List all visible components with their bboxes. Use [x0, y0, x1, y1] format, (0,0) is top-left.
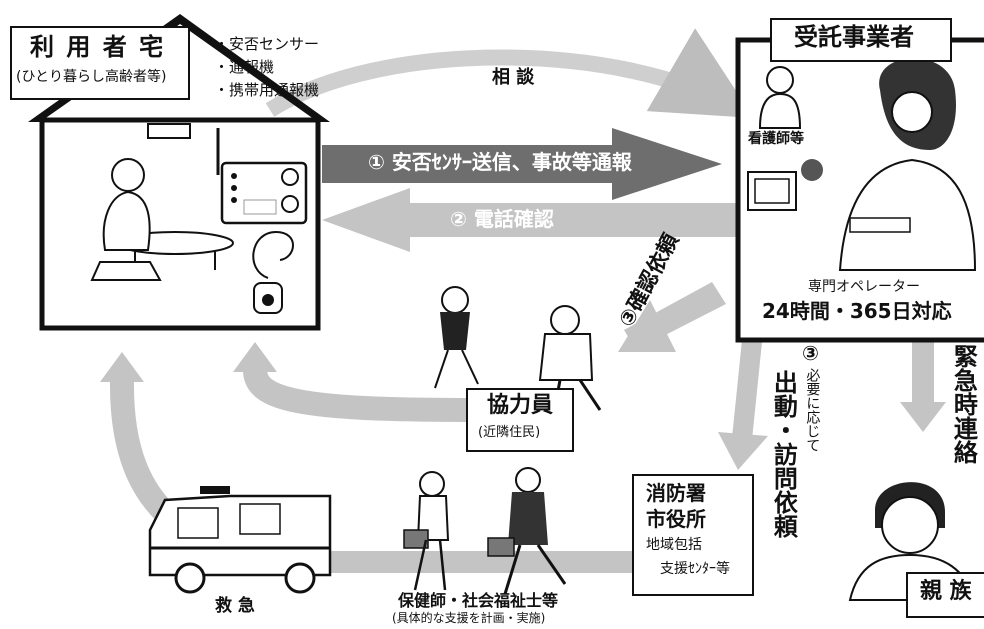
agency-city-hall: 市役所 — [646, 507, 706, 531]
contractor-title-box — [770, 18, 952, 62]
device-item-alarm: ・通報機 — [214, 58, 275, 76]
health-staff-subtitle: (具体的な支援を計画・実施) — [392, 611, 546, 625]
consult-label: 相 談 — [492, 67, 535, 88]
contractor-hours: 24時間・365日対応 — [762, 299, 952, 323]
device-item-portable-alarm: ・携帯用通報機 — [214, 81, 320, 99]
agency-community-support: 地域包括 — [646, 537, 702, 553]
contractor-frame — [735, 37, 984, 343]
dispatch-note: 必要に応じて — [804, 368, 821, 452]
helpers-subtitle: (近隣住民) — [478, 425, 541, 440]
agency-fire-station: 消防署 — [646, 481, 706, 505]
health-workers — [403, 467, 567, 595]
consult-arrow — [265, 28, 754, 119]
contractor-title: 受託事業者 — [794, 23, 914, 51]
phone-confirm-label: ② 電話確認 — [450, 207, 554, 231]
ambulance — [148, 486, 332, 594]
sensor-send-label: ① 安否ｾﾝｻｰ送信、事故等通報 — [368, 150, 632, 174]
residence-label-box — [10, 26, 190, 100]
ambulance-label: 救 急 — [215, 596, 255, 616]
dispatch-label: 出動・訪問依頼 — [769, 370, 798, 538]
phone-confirm-arrow — [322, 188, 738, 252]
confirm-request-arrow — [618, 282, 726, 352]
nurse-label: 看護師等 — [748, 131, 804, 147]
operator-label: 専門オペレーター — [808, 279, 920, 295]
agency-support-center: 支援ｾﾝﾀｰ等 — [660, 561, 730, 577]
helper-people — [434, 286, 602, 436]
helpers-box — [466, 388, 574, 452]
helpers-title: 協力員 — [487, 393, 554, 418]
house — [28, 14, 330, 331]
dispatch-number: ③ — [802, 341, 819, 365]
relatives-label: 親 族 — [920, 579, 972, 604]
relatives-box — [906, 572, 984, 618]
agencies-box — [632, 474, 754, 596]
residence-title: 利 用 者 宅 — [30, 33, 166, 61]
dispatch-arrow — [718, 340, 768, 470]
device-item-sensor: ・安否センサー — [214, 35, 320, 53]
sensor-send-arrow — [322, 128, 722, 200]
emergency-label: 緊急時連絡 — [949, 344, 978, 464]
residence-subtitle: (ひとり暮らし高齢者等) — [16, 69, 167, 85]
health-staff-title: 保健師・社会福祉士等 — [398, 591, 559, 610]
